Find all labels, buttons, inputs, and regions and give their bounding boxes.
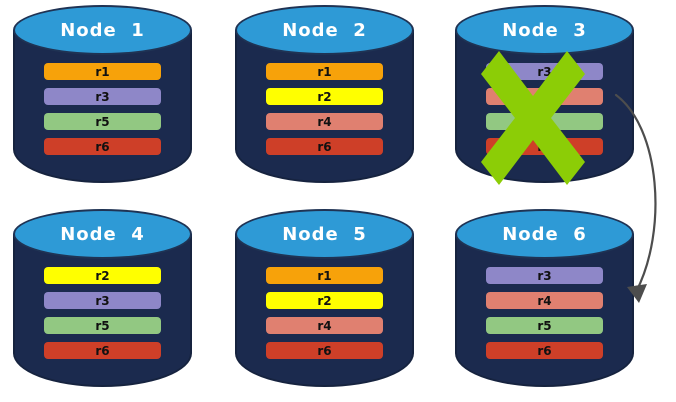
node-cylinder-5[interactable]: Node 5 r1 r2 r4 r6 xyxy=(235,209,414,387)
record-list: r3 r4 r5 r6 xyxy=(486,267,603,359)
record-bar[interactable]: r1 xyxy=(266,267,383,284)
record-bar[interactable]: r1 xyxy=(266,63,383,80)
cylinder-body xyxy=(235,30,414,183)
record-bar[interactable]: r2 xyxy=(266,88,383,105)
cylinder-top-ellipse xyxy=(13,5,192,55)
cylinder-top-ellipse xyxy=(455,5,634,55)
cylinder-body xyxy=(13,234,192,387)
record-list: r1 r2 r4 r6 xyxy=(266,267,383,359)
record-bar[interactable]: r6 xyxy=(486,342,603,359)
record-bar[interactable]: r2 xyxy=(266,292,383,309)
cylinder-body xyxy=(235,234,414,387)
record-bar[interactable]: r4 xyxy=(486,88,603,105)
record-bar[interactable]: r6 xyxy=(44,138,161,155)
record-bar[interactable]: r5 xyxy=(44,317,161,334)
cylinder-body xyxy=(455,234,634,387)
record-bar[interactable]: r6 xyxy=(266,138,383,155)
record-bar[interactable]: r4 xyxy=(266,113,383,130)
record-list: r3 r4 r5 r6 xyxy=(486,63,603,155)
record-list: r1 r3 r5 r6 xyxy=(44,63,161,155)
record-bar[interactable]: r6 xyxy=(266,342,383,359)
node-cylinder-6[interactable]: Node 6 r3 r4 r5 r6 xyxy=(455,209,634,387)
record-list: r1 r2 r4 r6 xyxy=(266,63,383,155)
record-bar[interactable]: r3 xyxy=(44,292,161,309)
record-bar[interactable]: r6 xyxy=(486,138,603,155)
record-list: r2 r3 r5 r6 xyxy=(44,267,161,359)
record-bar[interactable]: r4 xyxy=(486,292,603,309)
record-bar[interactable]: r3 xyxy=(486,267,603,284)
record-bar[interactable]: r1 xyxy=(44,63,161,80)
node-cylinder-4[interactable]: Node 4 r2 r3 r5 r6 xyxy=(13,209,192,387)
record-bar[interactable]: r2 xyxy=(44,267,161,284)
node-cylinder-1[interactable]: Node 1 r1 r3 r5 r6 xyxy=(13,5,192,183)
record-bar[interactable]: r4 xyxy=(266,317,383,334)
cylinder-top-ellipse xyxy=(235,5,414,55)
record-bar[interactable]: r5 xyxy=(486,317,603,334)
record-bar[interactable]: r3 xyxy=(44,88,161,105)
record-bar[interactable]: r6 xyxy=(44,342,161,359)
record-bar[interactable]: r5 xyxy=(486,113,603,130)
cylinder-top-ellipse xyxy=(13,209,192,259)
record-bar[interactable]: r5 xyxy=(44,113,161,130)
record-bar[interactable]: r3 xyxy=(486,63,603,80)
cylinder-top-ellipse xyxy=(235,209,414,259)
cylinder-top-ellipse xyxy=(455,209,634,259)
node-cylinder-2[interactable]: Node 2 r1 r2 r4 r6 xyxy=(235,5,414,183)
node-cylinder-3[interactable]: Node 3 r3 r4 r5 r6 xyxy=(455,5,634,185)
